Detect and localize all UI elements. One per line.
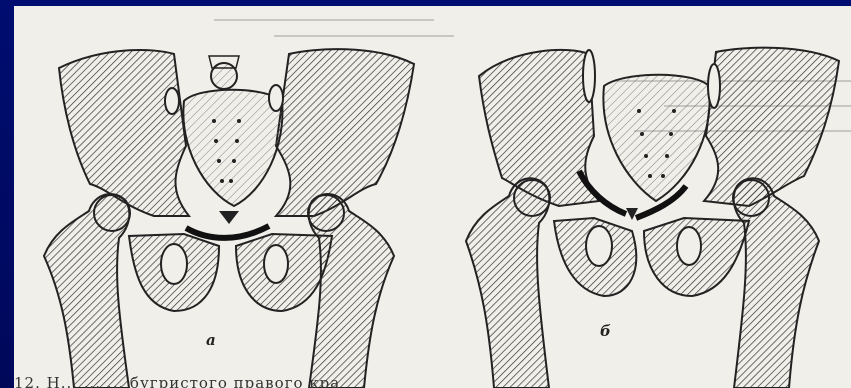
pelvis-b <box>466 48 839 388</box>
pelvis-a-right-ilium <box>276 49 414 216</box>
pelvis-illustration <box>14 6 851 388</box>
pelvis-figure: а б 12. Н... ... ... бугристого правого … <box>14 6 851 388</box>
pelvis-a-left-ilium <box>59 50 189 216</box>
pelvis-a-pubic-band <box>186 226 269 238</box>
pelvis-a-left-femur <box>44 194 129 388</box>
pelvis-a-vertebra <box>211 63 237 89</box>
pelvis-a-sacrum <box>183 90 282 206</box>
pelvis-a <box>44 49 414 388</box>
pelvis-a-right-femur <box>309 194 394 388</box>
pelvis-b-right-ilium <box>704 48 839 206</box>
panel-b-label: б <box>600 322 611 340</box>
pelvis-b-sacrum <box>603 75 709 201</box>
pelvis-b-right-femur <box>734 178 819 388</box>
pelvis-b-left-femur <box>466 178 549 388</box>
panel-a-label: а <box>206 331 216 349</box>
figure-caption: 12. Н... ... ... бугристого правого кра <box>14 374 851 388</box>
